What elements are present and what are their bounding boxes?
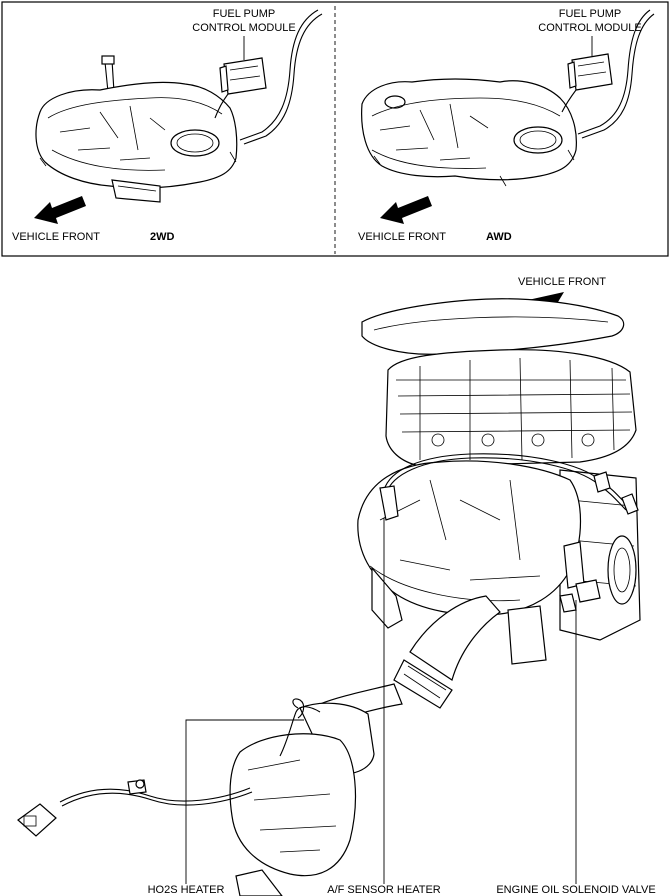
fuel-pump-module-label-2wd-line2: CONTROL MODULE bbox=[192, 22, 296, 34]
ho2s-harness bbox=[17, 698, 321, 837]
ho2s-heater-leader bbox=[185, 719, 304, 884]
vehicle-front-label-engine: VEHICLE FRONT bbox=[518, 276, 606, 288]
engine-oil-solenoid-valve-label: ENGINE OIL SOLENOID VALVE bbox=[496, 884, 655, 896]
fuel-pump-module-label-awd-line2: CONTROL MODULE bbox=[538, 22, 642, 34]
fuel-pump-module-label-2wd-line1: FUEL PUMP bbox=[213, 8, 276, 20]
vehicle-front-label-awd: VEHICLE FRONT bbox=[358, 231, 446, 243]
fuel-tank-2wd bbox=[35, 9, 323, 203]
drive-label-awd: AWD bbox=[486, 231, 512, 243]
drive-label-2wd: 2WD bbox=[150, 231, 175, 243]
af-sensor-harness bbox=[379, 453, 639, 521]
top-panel-frame bbox=[1, 1, 669, 257]
engine-assembly bbox=[229, 298, 641, 896]
af-sensor-heater-label: A/F SENSOR HEATER bbox=[327, 884, 441, 896]
vehicle-front-arrow-awd bbox=[380, 196, 432, 224]
vehicle-front-label-2wd: VEHICLE FRONT bbox=[12, 231, 100, 243]
fuel-tank-awd bbox=[361, 9, 655, 187]
ho2s-heater-label: HO2S HEATER bbox=[148, 884, 225, 896]
vehicle-front-arrow-2wd bbox=[34, 196, 86, 224]
fuel-pump-module-label-awd-line1: FUEL PUMP bbox=[559, 8, 622, 20]
